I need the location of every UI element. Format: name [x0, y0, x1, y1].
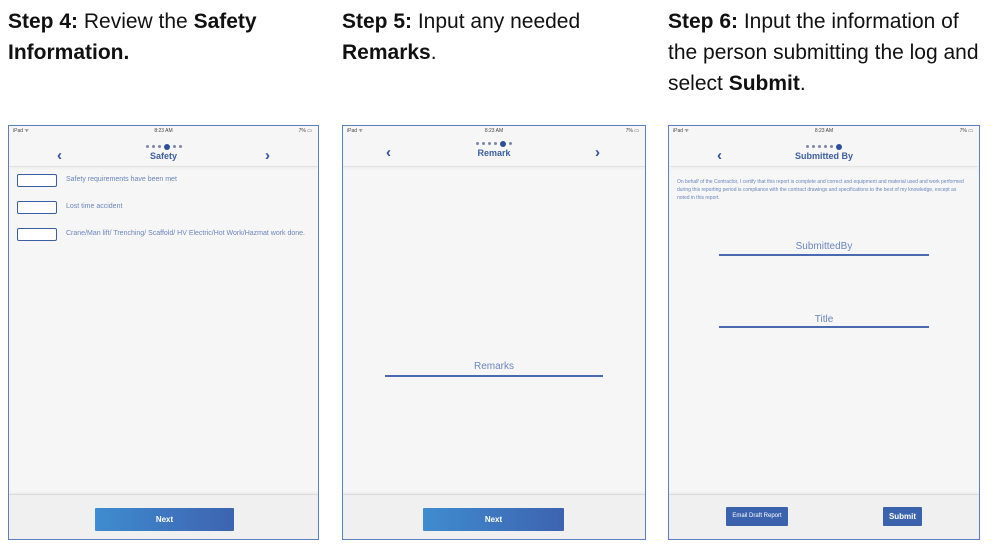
page-dot — [806, 145, 809, 149]
nav-bar: ‹ Remark › — [343, 143, 645, 163]
carrier-label: iPad ᯤ — [13, 128, 29, 134]
submitted-by-input[interactable] — [719, 254, 929, 256]
submitted-by-screen: iPad ᯤ 8:23 AM 7% ▭ ‹ Submitted By On be… — [668, 125, 980, 540]
footer-bar: Next — [343, 494, 645, 539]
page-dot — [476, 142, 479, 146]
checkbox[interactable] — [17, 174, 57, 187]
step-6-caption: Step 6: Input the information of the per… — [668, 10, 979, 95]
footer-bar: Next — [9, 494, 318, 539]
page-dot — [830, 145, 833, 149]
page-indicator — [669, 138, 979, 150]
page-dot — [509, 142, 512, 146]
title-input[interactable] — [719, 326, 929, 328]
status-bar: iPad ᯤ 8:23 AM 7% ▭ — [669, 128, 979, 137]
carrier-label: iPad ᯤ — [673, 128, 689, 134]
page-indicator — [9, 138, 318, 150]
remarks-label: Remarks — [473, 361, 514, 372]
checklist-label: Safety requirements have been met — [66, 176, 177, 183]
remark-screen: iPad ᯤ 8:23 AM 7% ▭ ‹ Remark › Remarks N… — [342, 125, 646, 540]
page-dot — [488, 142, 491, 146]
page-dot-active — [836, 143, 842, 150]
page-dot — [151, 145, 155, 149]
screen-title: Submitted By — [794, 151, 853, 161]
page-indicator — [343, 135, 645, 147]
page-dot — [818, 145, 821, 149]
nav-bar: ‹ Safety › — [9, 146, 318, 166]
page-dot — [824, 145, 827, 149]
checklist-label: Crane/Man lift/ Trenching/ Scaffold/ HV … — [66, 230, 306, 237]
checklist-label: Lost time accident — [66, 203, 123, 210]
submitted-by-label: SubmittedBy — [795, 241, 853, 252]
title-label: Title — [814, 314, 834, 325]
screen-title: Safety — [149, 151, 177, 161]
certification-text: On behalf of the Contractor, I certify t… — [677, 179, 964, 201]
battery-indicator: 7% ▭ — [298, 128, 312, 134]
screen-title: Remark — [477, 148, 511, 158]
clock-label: 8:23 AM — [484, 128, 504, 134]
nav-divider — [343, 166, 645, 167]
submit-button[interactable]: Submit — [883, 507, 922, 526]
nav-divider — [669, 166, 979, 167]
page-dot — [482, 142, 485, 146]
email-draft-report-button[interactable]: Email Draft Report — [726, 507, 788, 526]
checkbox[interactable] — [17, 201, 57, 214]
page-dot — [494, 142, 497, 146]
page-dot — [145, 145, 149, 149]
carrier-label: iPad ᯤ — [347, 128, 363, 134]
clock-label: 8:23 AM — [154, 128, 173, 134]
nav-divider — [9, 166, 318, 167]
footer-bar: Email Draft Report Submit — [669, 494, 979, 539]
chevron-right-icon[interactable]: › — [595, 144, 600, 161]
page-dot-active — [163, 143, 170, 150]
page-dot — [812, 145, 815, 149]
page-dot — [157, 145, 161, 149]
step-4-caption: Step 4: Review the Safety Information. — [8, 10, 257, 64]
status-bar: iPad ᯤ 8:23 AM 7% ▭ — [343, 128, 645, 137]
page-dot — [178, 145, 182, 149]
chevron-left-icon[interactable]: ‹ — [717, 147, 722, 164]
step-5-caption: Step 5: Input any needed Remarks. — [342, 10, 581, 64]
next-button[interactable]: Next — [423, 508, 564, 531]
status-bar: iPad ᯤ 8:23 AM 7% ▭ — [9, 128, 318, 137]
next-button[interactable]: Next — [95, 508, 234, 531]
clock-label: 8:23 AM — [814, 128, 834, 134]
battery-indicator: 7% ▭ — [959, 128, 973, 134]
page-dot-active — [500, 140, 506, 147]
page-dot — [172, 145, 176, 149]
nav-bar: ‹ Submitted By — [669, 146, 979, 166]
chevron-right-icon[interactable]: › — [265, 147, 270, 164]
remarks-input[interactable] — [385, 375, 603, 377]
checkbox[interactable] — [17, 228, 57, 241]
chevron-left-icon[interactable]: ‹ — [57, 147, 62, 164]
battery-indicator: 7% ▭ — [625, 128, 639, 134]
safety-screen: iPad ᯤ 8:23 AM 7% ▭ ‹ Safety › Safety re… — [8, 125, 319, 540]
chevron-left-icon[interactable]: ‹ — [386, 144, 391, 161]
